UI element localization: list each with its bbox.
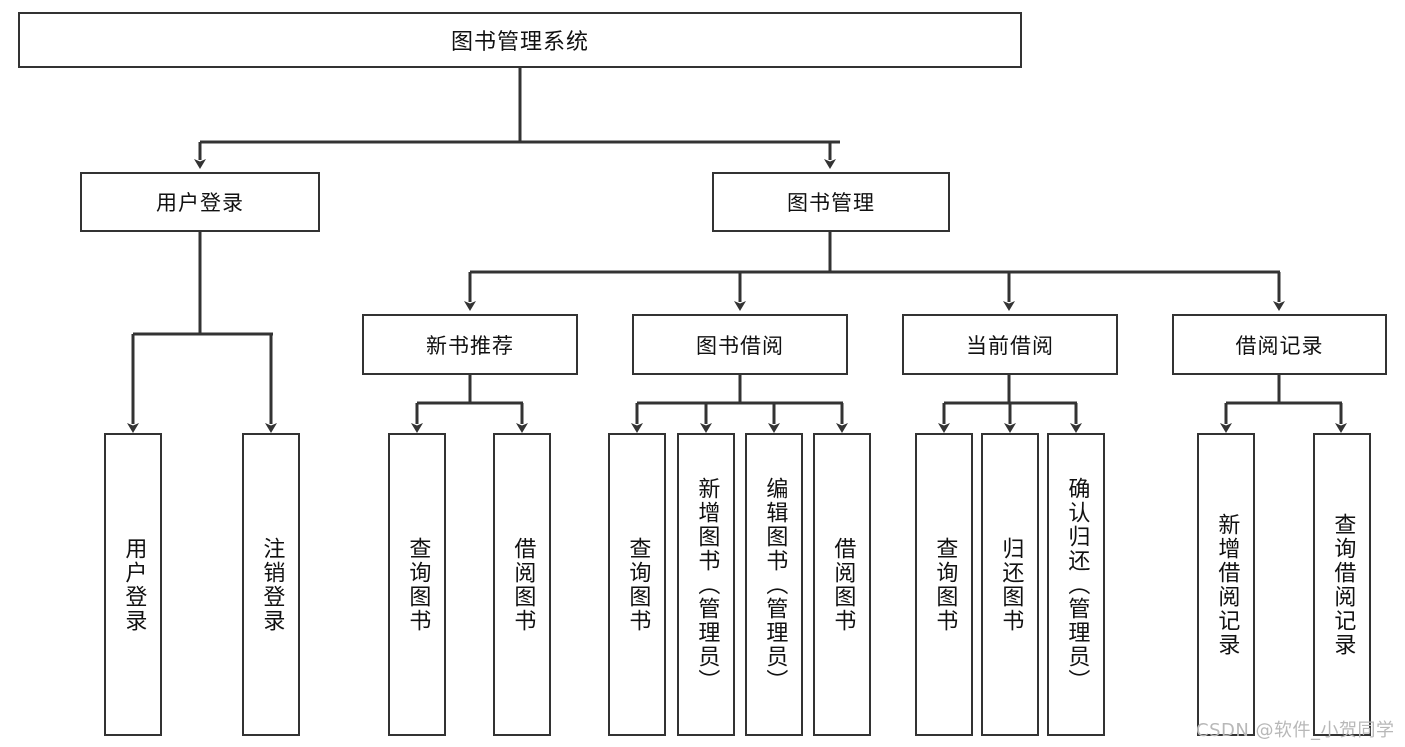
leaf-label: 注销登录 [259,536,285,633]
node-book-borrow[interactable]: 图书借阅 [632,314,848,375]
node-current-borrow[interactable]: 当前借阅 [902,314,1118,375]
leaf-label: 确认归还（管理员） [1064,476,1090,693]
node-borrow-record[interactable]: 借阅记录 [1172,314,1387,375]
leaf-label: 查询图书 [625,536,651,633]
leaf-user-login-logout[interactable]: 注销登录 [242,433,300,736]
leaf-user-login-login[interactable]: 用户登录 [104,433,162,736]
node-borrow-record-label: 借阅记录 [1235,333,1324,358]
leaf-label: 用户登录 [121,536,147,633]
leaf-label: 借阅图书 [830,536,856,633]
leaf-label: 查询图书 [405,536,431,633]
node-book-manage[interactable]: 图书管理 [712,172,950,232]
leaf-book-borrow-edit[interactable]: 编辑图书（管理员） [745,433,803,736]
node-current-borrow-label: 当前借阅 [966,333,1054,358]
leaf-borrow-record-add[interactable]: 新增借阅记录 [1197,433,1255,736]
node-root-label: 图书管理系统 [450,30,589,55]
leaf-label: 新增借阅记录 [1214,512,1240,657]
leaf-label: 查询图书 [932,536,958,633]
node-book-borrow-label: 图书借阅 [696,333,784,358]
leaf-new-book-query[interactable]: 查询图书 [388,433,446,736]
leaf-borrow-record-query[interactable]: 查询借阅记录 [1313,433,1371,736]
leaf-book-borrow-query[interactable]: 查询图书 [608,433,666,736]
watermark: CSDN @软件_小贺同学 [1196,720,1395,741]
leaf-book-borrow-borrow[interactable]: 借阅图书 [813,433,871,736]
leaf-label: 查询借阅记录 [1330,512,1356,657]
node-user-login-label: 用户登录 [156,191,244,215]
leaf-label: 新增图书（管理员） [694,476,720,693]
node-new-book-recommend[interactable]: 新书推荐 [362,314,578,375]
leaf-label: 借阅图书 [510,536,536,633]
node-book-manage-label: 图书管理 [787,191,875,215]
node-user-login[interactable]: 用户登录 [80,172,320,232]
node-root[interactable]: 图书管理系统 [18,12,1022,68]
leaf-label: 编辑图书（管理员） [762,476,788,693]
leaf-label: 归还图书 [998,536,1024,633]
leaf-current-borrow-query[interactable]: 查询图书 [915,433,973,736]
leaf-current-borrow-confirm[interactable]: 确认归还（管理员） [1047,433,1105,736]
leaf-book-borrow-add[interactable]: 新增图书（管理员） [677,433,735,736]
leaf-current-borrow-return[interactable]: 归还图书 [981,433,1039,736]
leaf-new-book-borrow[interactable]: 借阅图书 [493,433,551,736]
node-new-book-recommend-label: 新书推荐 [426,333,514,358]
